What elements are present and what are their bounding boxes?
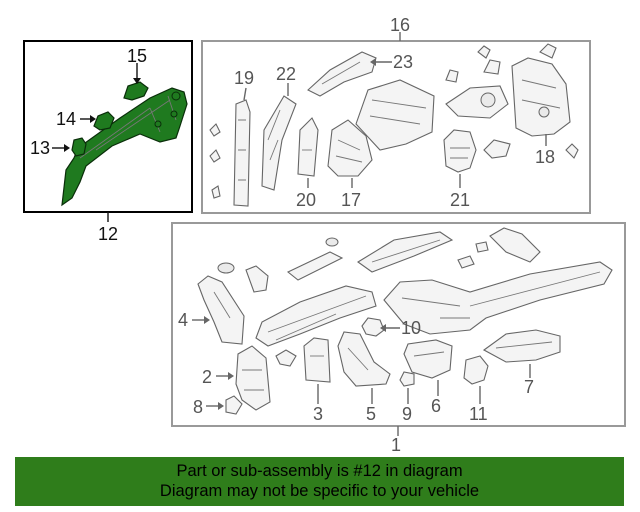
- callout-1[interactable]: 1: [391, 435, 401, 452]
- callout-22[interactable]: 22: [276, 64, 296, 84]
- callout-11[interactable]: 11: [469, 404, 488, 424]
- bracket-15[interactable]: [123, 81, 149, 101]
- callout-17[interactable]: 17: [341, 190, 361, 210]
- part-17[interactable]: [327, 119, 373, 177]
- small-bracket-mid[interactable]: [483, 139, 511, 159]
- part-21[interactable]: [443, 129, 477, 173]
- part-6[interactable]: [403, 339, 453, 379]
- bracket-13[interactable]: [71, 137, 87, 157]
- callout-20[interactable]: 20: [296, 190, 316, 210]
- part-5[interactable]: [337, 331, 391, 387]
- small-bracket-lower[interactable]: [275, 349, 297, 367]
- callout-23[interactable]: 23: [393, 52, 413, 72]
- callout-8[interactable]: 8: [193, 397, 203, 417]
- part-23[interactable]: [307, 51, 377, 97]
- front-rail-left[interactable]: [255, 285, 377, 347]
- callout-15[interactable]: 15: [127, 46, 147, 66]
- callout-2[interactable]: 2: [202, 367, 212, 387]
- callout-3[interactable]: 3: [313, 404, 323, 424]
- info-banner: Part or sub-assembly is #12 in diagram D…: [15, 457, 624, 506]
- banner-line-1: Part or sub-assembly is #12 in diagram: [176, 462, 463, 480]
- banner-line-2: Diagram may not be specific to your vehi…: [159, 482, 480, 500]
- part-4[interactable]: [197, 275, 245, 345]
- callout-6[interactable]: 6: [431, 396, 441, 416]
- upper-right-parts[interactable]: [457, 227, 541, 269]
- callout-4[interactable]: 4: [178, 310, 188, 330]
- part-19[interactable]: [233, 99, 251, 207]
- part-11[interactable]: [463, 355, 489, 385]
- front-rail-upper[interactable]: [357, 231, 454, 273]
- upper-small-parts[interactable]: [217, 237, 344, 293]
- part-9[interactable]: [399, 371, 415, 387]
- callout-13[interactable]: 13: [30, 138, 50, 158]
- part-3[interactable]: [303, 337, 331, 383]
- leader-19: [243, 87, 247, 101]
- part-20[interactable]: [297, 117, 319, 177]
- part-22[interactable]: [261, 95, 297, 191]
- callout-21[interactable]: 21: [450, 190, 470, 210]
- wheelhouse-panel[interactable]: [355, 79, 435, 151]
- part-2[interactable]: [235, 345, 271, 411]
- callout-9[interactable]: 9: [402, 404, 412, 424]
- callout-18[interactable]: 18: [535, 147, 555, 167]
- main-rail[interactable]: [383, 261, 613, 335]
- callout-7[interactable]: 7: [524, 377, 534, 397]
- parts-diagram: 15 14 13 12 16 19 22 20 23 17: [23, 15, 626, 452]
- rear-tower[interactable]: [445, 85, 509, 119]
- callout-10[interactable]: 10: [401, 318, 421, 338]
- callout-19[interactable]: 19: [234, 68, 254, 88]
- right-clips[interactable]: [539, 43, 579, 159]
- callout-5[interactable]: 5: [366, 404, 376, 424]
- callout-16[interactable]: 16: [390, 15, 410, 35]
- highlighted-rail-assembly[interactable]: [61, 87, 188, 207]
- part-18[interactable]: [511, 57, 571, 137]
- upper-clips[interactable]: [445, 45, 501, 83]
- callout-14[interactable]: 14: [56, 109, 76, 129]
- small-clips-left[interactable]: [209, 123, 221, 199]
- part-8[interactable]: [225, 395, 243, 415]
- part-7[interactable]: [482, 329, 561, 363]
- bracket-14[interactable]: [93, 111, 115, 131]
- callout-12[interactable]: 12: [98, 224, 118, 244]
